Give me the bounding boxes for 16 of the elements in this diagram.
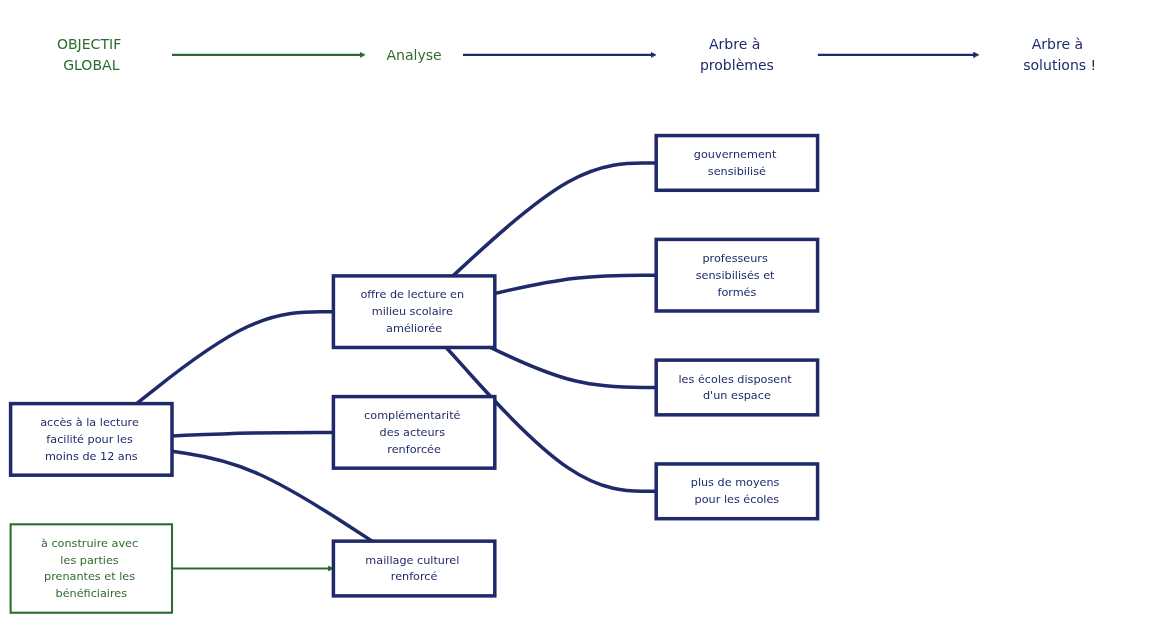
node-box: gouvernement sensibilisé bbox=[654, 133, 820, 193]
node-box: complémentarité des acteurs renforcée bbox=[331, 394, 497, 470]
node-box: les écoles disposent d'un espace bbox=[654, 358, 820, 417]
node-text: Arbre à solutions ! bbox=[1023, 35, 1097, 74]
node-text: Analyse bbox=[386, 46, 442, 64]
node-box: offre de lecture en milieu scolaire améliorée bbox=[331, 274, 497, 350]
arrow bbox=[462, 51, 657, 58]
node-box: accès à la lecture facilité pour les moins de 12 ans bbox=[8, 401, 174, 477]
node-box: professeurs sensibilisés et formés bbox=[654, 237, 820, 313]
arrow bbox=[817, 51, 980, 58]
arrow bbox=[172, 51, 366, 58]
node-text: Arbre à problèmes bbox=[699, 35, 774, 74]
node-box: plus de moyens pour les écoles bbox=[654, 462, 820, 521]
node-box: à construire avec les parties prenantes et les bénéficiaires bbox=[9, 523, 174, 614]
node-text: OBJECTIF GLOBAL bbox=[56, 35, 122, 74]
node-box: maillage culturel renforcé bbox=[331, 539, 497, 598]
